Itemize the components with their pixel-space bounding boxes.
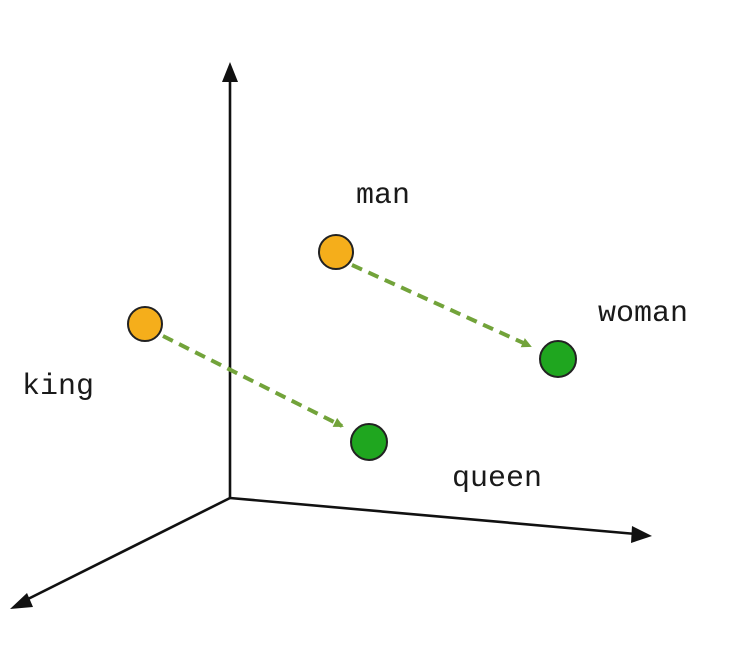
queen-point <box>350 423 388 461</box>
king-point <box>127 306 163 342</box>
man-to-woman-arrow <box>351 263 532 348</box>
gender-offset-arrows <box>162 263 532 428</box>
king-label: king <box>22 370 94 404</box>
king-to-queen-arrow <box>162 334 344 428</box>
man-point <box>318 234 354 270</box>
z-axis-arrowhead <box>10 593 33 609</box>
word-labels: king man woman queen <box>22 179 688 496</box>
woman-label: woman <box>598 297 688 331</box>
axes <box>10 62 652 609</box>
x-axis-arrowhead <box>631 526 652 543</box>
man-label: man <box>356 179 410 213</box>
y-axis-arrowhead <box>222 62 238 82</box>
word-points <box>127 234 577 461</box>
woman-point <box>539 340 577 378</box>
queen-label: queen <box>452 462 542 496</box>
x-axis-line <box>229 496 637 536</box>
z-axis-line <box>23 496 231 603</box>
